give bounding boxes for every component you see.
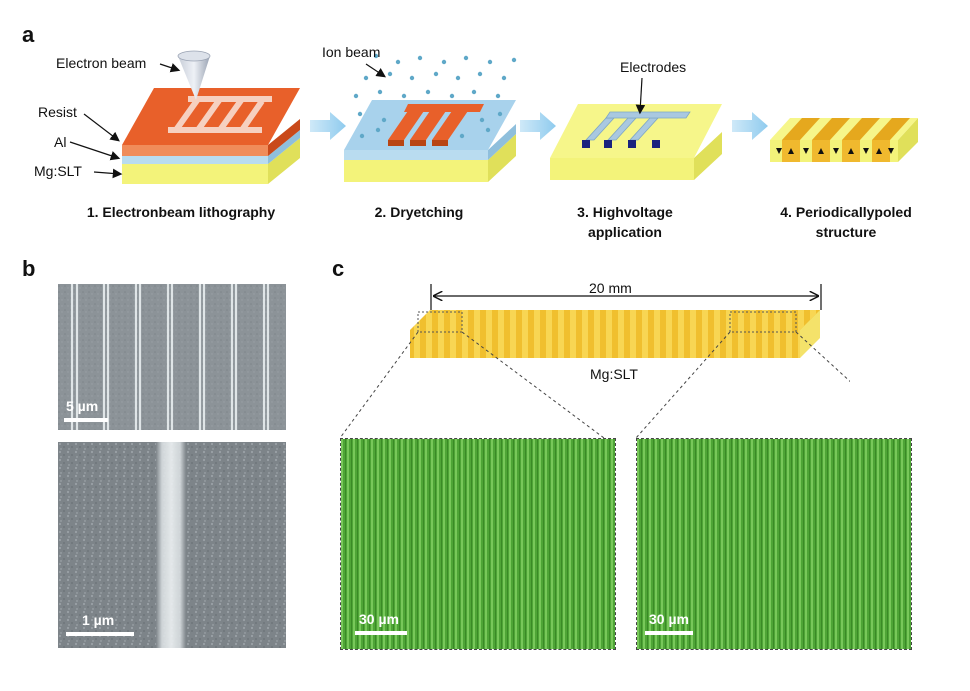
electrode-contacts (582, 140, 660, 148)
stack-3 (550, 77, 722, 180)
panel-label-b: b (22, 256, 36, 281)
scale-label-right: 30 µm (649, 611, 689, 627)
domain-image-right: 30 µm (636, 438, 912, 650)
scale-bar-bottom (66, 632, 134, 636)
step-3-line-2: application (588, 224, 662, 240)
stack-1 (69, 50, 300, 184)
sem-image-top: 5 µm (58, 284, 286, 430)
process-arrow-1 (310, 112, 346, 140)
panel-label-a: a (22, 22, 35, 47)
label-electrodes: Electrodes (620, 59, 687, 75)
crystal-front-face (410, 330, 800, 358)
domain-stripes-right (637, 439, 911, 649)
scale-label-bottom: 1 µm (82, 612, 115, 628)
step-2-line-1: 2. Dryetching (374, 204, 464, 220)
process-arrow-2 (520, 112, 556, 140)
sem-image-bottom: 1 µm (58, 442, 286, 648)
panel-c-crystal (339, 284, 850, 439)
label-mgslt: Mg:SLT (34, 163, 82, 179)
scale-bar-left (355, 631, 407, 635)
scale-bar-right (645, 631, 693, 635)
scale-label-left: 30 µm (359, 611, 399, 627)
stack-4 (770, 118, 918, 162)
step-1-line-1: 1. Electronbeam lithography (86, 204, 276, 220)
label-al: Al (54, 134, 67, 150)
step-2-caption: 2. Dryetching (354, 202, 484, 222)
scale-bar-top (64, 418, 108, 422)
polarization-arrows (776, 148, 894, 154)
label-ion-beam: Ion beam (322, 44, 381, 60)
label-electron-beam: Electron beam (56, 55, 147, 71)
sem-bottom-line (58, 442, 286, 648)
etched-comb (388, 104, 484, 146)
panel-a-diagram (69, 50, 918, 184)
electrode-comb (585, 111, 691, 141)
domain-image-left: 30 µm (340, 438, 616, 650)
electron-beam-cone (178, 56, 210, 100)
stack-2 (344, 53, 517, 182)
label-resist: Resist (38, 104, 77, 120)
step-1-caption: 1. Electronbeam lithography (76, 202, 286, 222)
domain-stripes-left (341, 439, 615, 649)
scale-label-top: 5 µm (66, 398, 99, 414)
step-4-line-2: structure (815, 224, 877, 240)
length-label: 20 mm (589, 280, 632, 296)
sem-top-lines (58, 284, 286, 430)
step-3-line-1: 3. Highvoltage (577, 204, 673, 220)
panel-label-c: c (332, 256, 345, 281)
resist-pattern (168, 96, 272, 133)
crystal-label: Mg:SLT (590, 366, 638, 382)
step-4-line-1: 4. Periodicallypoled (780, 204, 912, 220)
step-3-caption: 3. Highvoltage application (560, 202, 690, 242)
step-4-caption: 4. Periodicallypoled structure (756, 202, 936, 242)
ion-beam-dots (353, 53, 517, 139)
process-arrow-3 (732, 112, 768, 140)
